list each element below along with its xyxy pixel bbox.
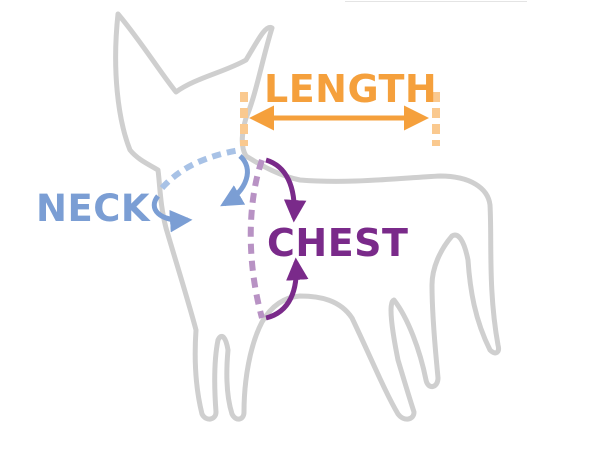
chest-label: CHEST (267, 221, 409, 265)
neck-curved-arrow-left-icon (151, 194, 193, 233)
neck-dashed-loop (159, 147, 241, 191)
length-measure (240, 92, 440, 146)
neck-curved-arrow-right-icon (220, 154, 250, 207)
chest-dashed-line (247, 159, 265, 319)
neck-label: NECK (36, 187, 151, 230)
neck-measure (151, 147, 250, 233)
chest-curved-arrow-bottom-icon (265, 257, 309, 321)
length-label: LENGTH (264, 67, 438, 111)
chest-measure (247, 157, 309, 321)
top-divider-line (345, 1, 527, 2)
chest-curved-arrow-top-icon (265, 157, 307, 223)
